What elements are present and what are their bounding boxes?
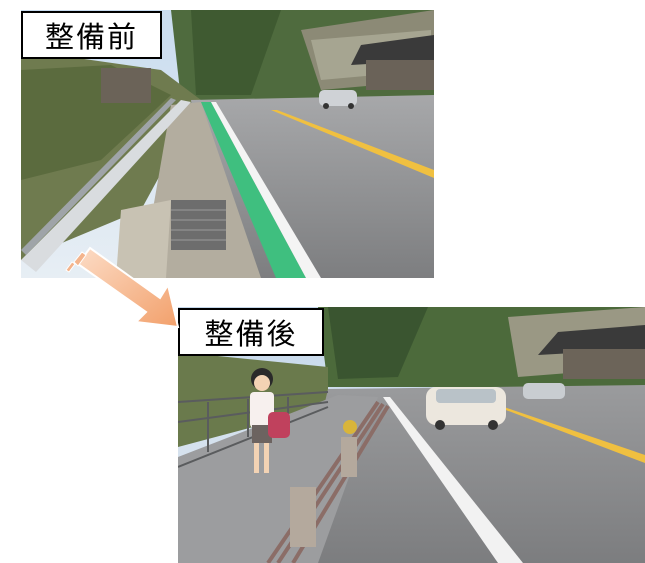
before-label: 整備前 xyxy=(21,11,162,59)
transition-arrow-icon xyxy=(65,246,180,329)
after-label: 整備後 xyxy=(178,308,324,356)
before-photo xyxy=(21,10,434,278)
after-photo xyxy=(178,307,645,563)
